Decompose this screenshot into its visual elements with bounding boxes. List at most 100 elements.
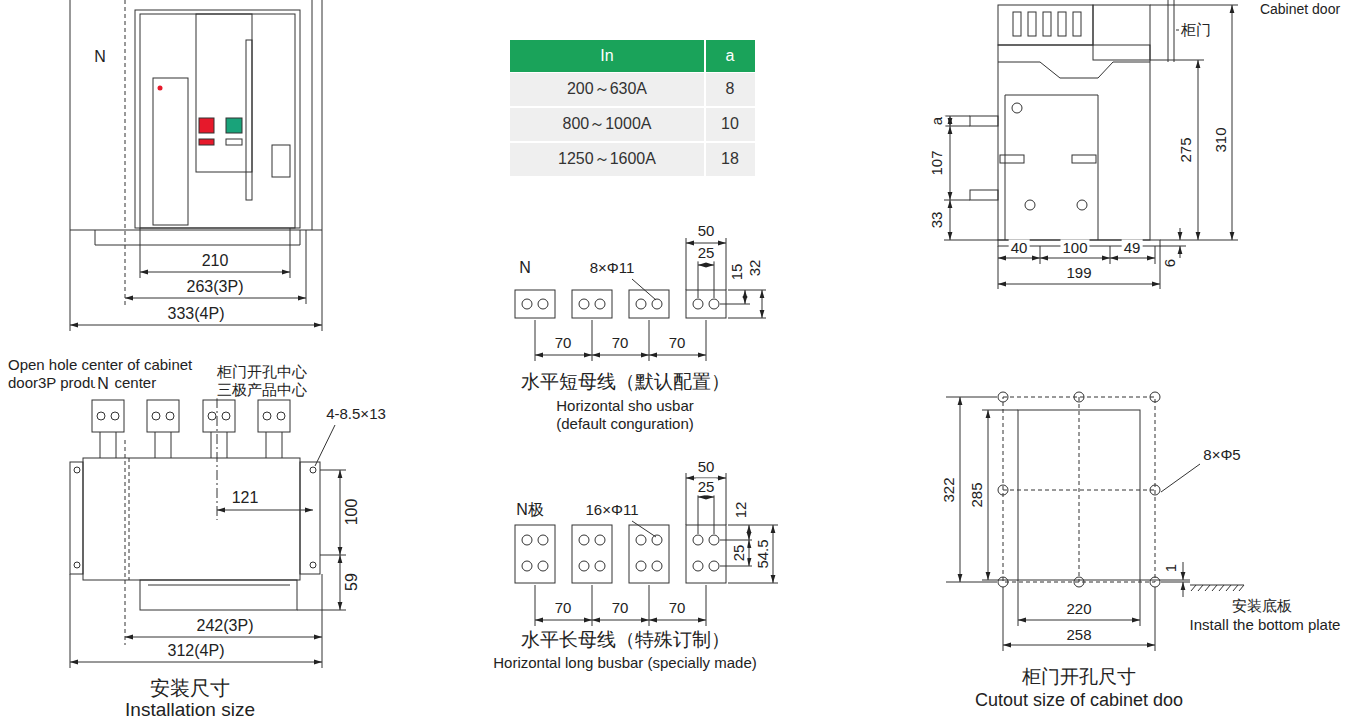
note: 三极产品中心 — [215, 381, 309, 398]
table-cell: 200～630A — [565, 80, 649, 98]
installation-view-part — [70, 462, 83, 574]
side-view-part — [1040, 246, 1041, 264]
side-view-part — [1110, 246, 1111, 264]
cutout-view-part — [1219, 585, 1224, 591]
dimension-text: 263(3P) — [185, 278, 246, 296]
side-view-part — [1028, 12, 1036, 36]
installation-view-part — [310, 467, 316, 473]
installation-view-part — [166, 412, 174, 420]
front-view-part — [70, 325, 322, 326]
short-busbar-part — [522, 299, 532, 309]
current-table-part — [510, 73, 755, 106]
dimension-text: 242(3P) — [195, 617, 256, 635]
side-view-part — [1093, 5, 1150, 60]
table-cell: 18 — [719, 150, 741, 168]
long-busbar-part — [773, 525, 774, 583]
front-view-part — [135, 10, 300, 228]
side-view-part — [1150, 60, 1204, 61]
cutout-view-part — [1233, 585, 1238, 591]
installation-view-part — [140, 580, 297, 610]
installation-view-part — [125, 440, 126, 645]
part-label: 柜门 — [1179, 21, 1213, 38]
short-busbar — [515, 238, 766, 361]
installation-view-part — [74, 562, 80, 568]
front-view-part — [125, 0, 126, 305]
side-view-part — [1043, 12, 1051, 36]
installation-view-part — [147, 400, 179, 432]
cutout-view-part — [982, 580, 1018, 581]
front-view-part — [272, 145, 290, 177]
front-view-part — [70, 230, 71, 331]
installation-view-part — [227, 432, 228, 458]
long-busbar-part — [698, 497, 714, 498]
installation-view-part — [222, 412, 230, 420]
hole-callout: 16×Φ11 — [584, 501, 641, 518]
long-busbar-part — [522, 561, 532, 571]
long-busbar-part — [538, 561, 548, 571]
front-view-part — [312, 0, 313, 230]
table-header: In — [598, 47, 615, 65]
cutout-view-part — [1212, 585, 1217, 591]
installation-view-part — [111, 412, 119, 420]
short-busbar-part — [592, 355, 649, 356]
cutout-view-part — [1074, 392, 1084, 402]
dimension-text: 50 — [696, 458, 717, 475]
long-busbar-part — [709, 561, 719, 571]
front-view-part — [70, 0, 322, 230]
dimension-text: 121 — [230, 489, 261, 507]
short-busbar-part — [698, 265, 714, 266]
dimension-text: 107 — [928, 148, 945, 177]
view-caption: 水平短母线（默认配置） — [519, 371, 732, 393]
side-view-part — [998, 5, 1093, 45]
side-view-part — [1198, 60, 1199, 240]
installation-view-part — [322, 574, 323, 668]
dimension-text: 210 — [200, 252, 231, 270]
cutout-view-part — [998, 392, 1008, 402]
cutout-view-part — [1140, 580, 1141, 626]
long-busbar-part — [538, 535, 548, 545]
short-busbar-part — [728, 318, 766, 319]
front-view-part — [95, 230, 300, 245]
installation-view-part — [70, 662, 322, 663]
dimension-text: 15 — [728, 262, 745, 283]
cutout-view — [946, 392, 1244, 651]
view-caption: Cutout size of cabinet doo — [973, 690, 1185, 711]
installation-view-part — [171, 432, 172, 458]
side-view-part — [1013, 12, 1021, 36]
front-view-part — [140, 228, 141, 278]
dimension-text: 50 — [696, 222, 717, 239]
cutout-view-part — [1198, 585, 1203, 591]
short-busbar-part — [652, 299, 662, 309]
table-cell: 1250～1600A — [556, 150, 658, 168]
short-busbar-part — [579, 299, 589, 309]
dimension-text: 32 — [746, 258, 763, 279]
short-busbar-part — [709, 299, 719, 309]
front-view-part — [322, 230, 323, 331]
side-view-part — [970, 116, 998, 126]
dimension-text: 70 — [553, 599, 574, 616]
current-table-part — [704, 40, 706, 176]
dimension-text: 70 — [667, 599, 688, 616]
dimension-text: 322 — [940, 475, 957, 504]
dimension-text: 70 — [610, 334, 631, 351]
cutout-view-part — [1150, 577, 1160, 587]
dimension-text: 12 — [732, 500, 749, 521]
long-busbar-part — [686, 525, 726, 583]
side-view-part — [1073, 12, 1081, 36]
side-view-part — [944, 200, 970, 201]
long-busbar-part — [749, 525, 750, 540]
long-busbar-part — [535, 620, 592, 621]
side-view-part — [944, 240, 998, 241]
long-busbar-part — [572, 525, 612, 583]
view-caption: 安装尺寸 — [148, 677, 232, 700]
short-busbar-part — [686, 238, 687, 290]
long-busbar-part — [652, 561, 662, 571]
part-label: 安装底板 — [1230, 597, 1294, 614]
side-view-part — [1232, 5, 1233, 240]
table-cell: 800～1000A — [561, 115, 654, 133]
long-busbar-part — [720, 566, 752, 567]
cutout-view-part — [1018, 580, 1019, 626]
long-busbar-part — [728, 583, 778, 584]
side-view-part — [1005, 95, 1006, 240]
long-busbar-part — [636, 561, 646, 571]
